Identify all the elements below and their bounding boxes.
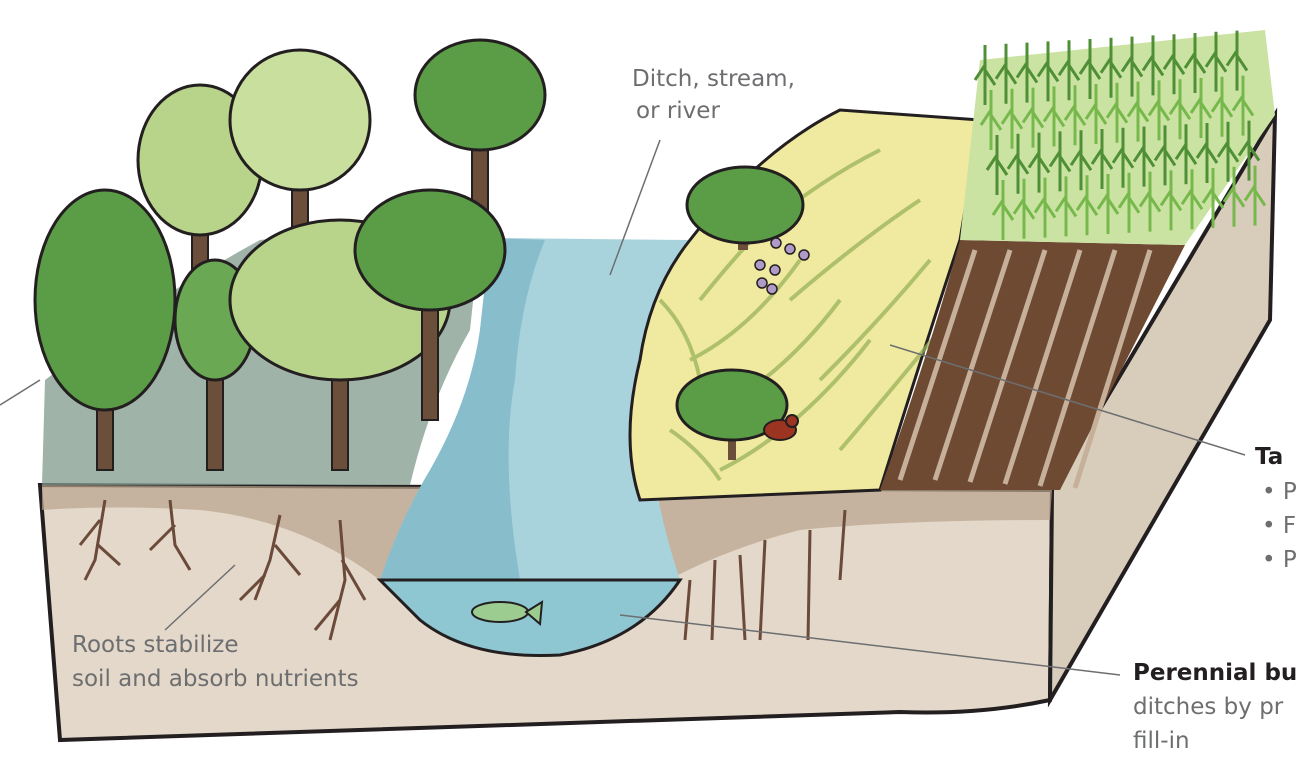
perennial-buffer-heading: Perennial bu xyxy=(1133,658,1297,688)
perennial-buffer-line3: fill-in xyxy=(1133,726,1190,756)
tall-grass-bullet-3: • P xyxy=(1262,545,1297,575)
roots-label-line2: soil and absorb nutrients xyxy=(72,664,359,694)
tall-grass-bullet-1: • P xyxy=(1262,477,1297,507)
roots-label-line1: Roots stabilize xyxy=(72,630,239,660)
perennial-buffer-line2: ditches by pr xyxy=(1133,692,1283,722)
stream-label-line1: Ditch, stream, xyxy=(632,64,795,94)
tall-grass-heading: Ta xyxy=(1255,442,1283,472)
tall-grass-bullet-2: • F xyxy=(1262,511,1296,541)
stream-label-line2: or river xyxy=(636,96,720,126)
